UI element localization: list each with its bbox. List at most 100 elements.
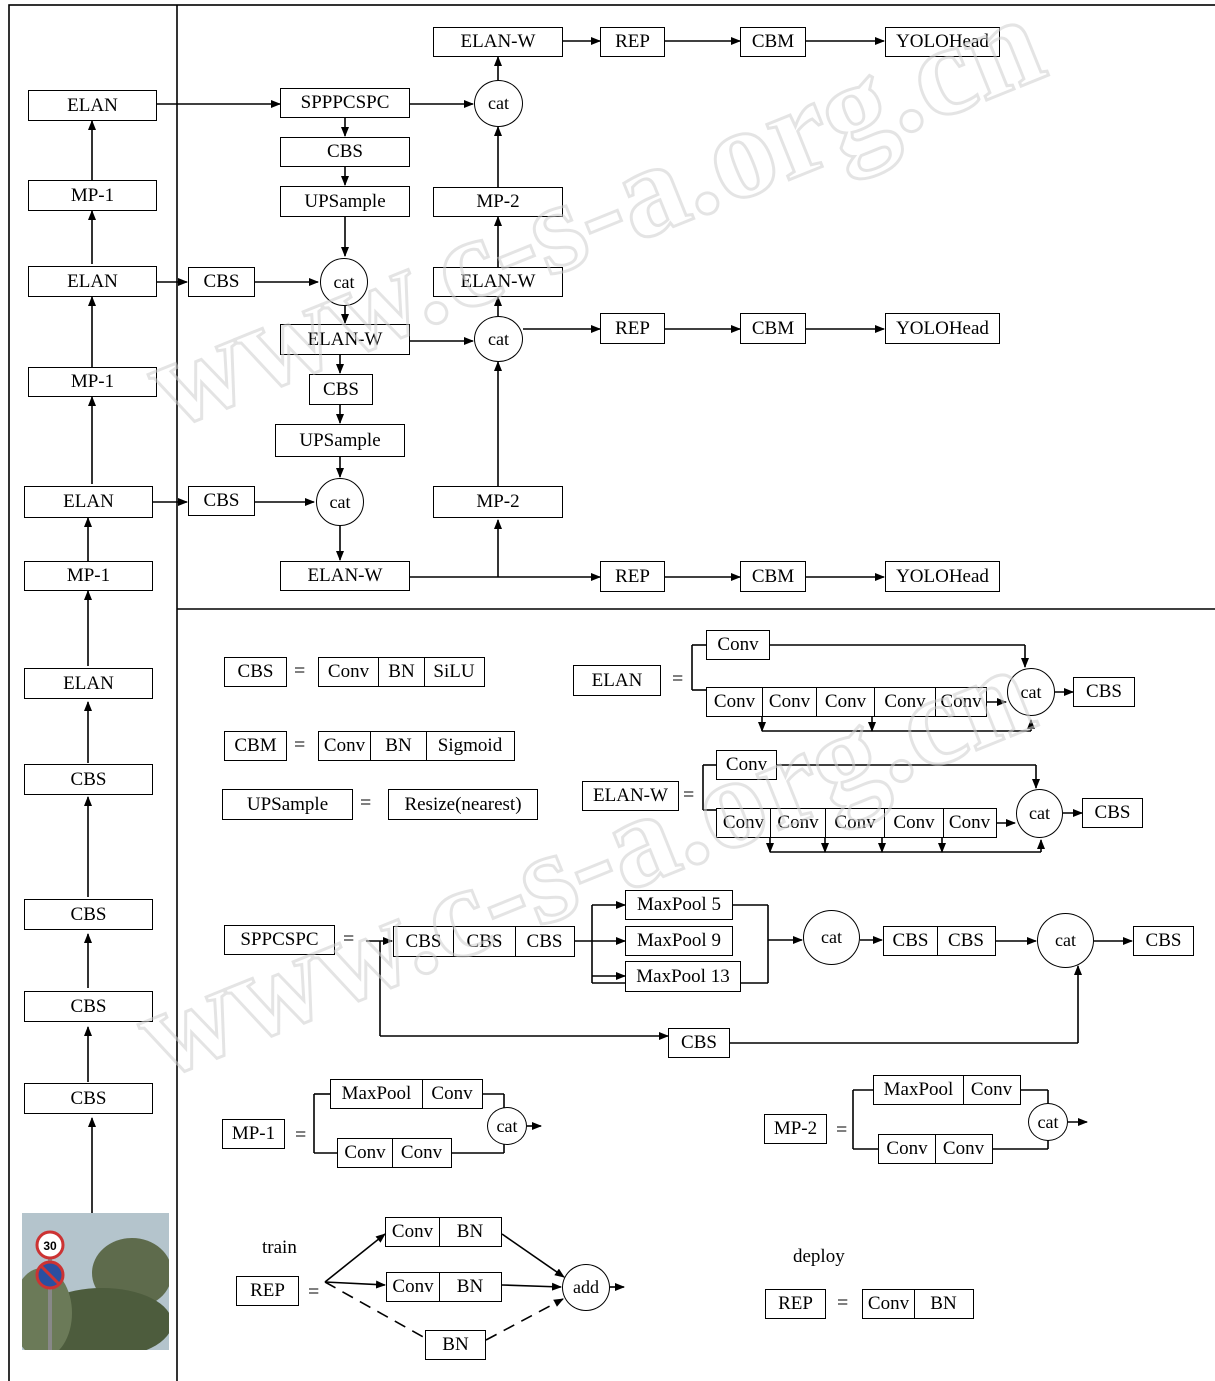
legend-rep-train-conv-1: Conv xyxy=(386,1218,440,1246)
legend-sppcspc-cbs-2: CBS xyxy=(454,927,516,956)
neck-upsample-b: UPSample xyxy=(275,424,405,457)
neck-cat-b: cat xyxy=(316,478,364,526)
legend-elan-eq: = xyxy=(672,668,683,691)
legend-mp1-maxpool: MaxPool xyxy=(331,1080,423,1108)
legend-mp1-conv-a: Conv xyxy=(423,1080,481,1108)
legend-mp2-maxpool: MaxPool xyxy=(874,1076,964,1104)
neck-cat-c: cat xyxy=(474,316,523,362)
legend-rep-deploy-label: deploy xyxy=(793,1246,845,1268)
legend-mp1-conv-b: Conv xyxy=(338,1139,393,1167)
legend-sppcspc-cat-1: cat xyxy=(803,910,860,965)
legend-maxpool-9: MaxPool 9 xyxy=(625,926,733,956)
legend-rep-train-eq: = xyxy=(308,1281,319,1304)
neck-mp2-a: MP-2 xyxy=(433,486,563,518)
backbone-cbs-3: CBS xyxy=(24,899,153,930)
legend-mp1-name: MP-1 xyxy=(222,1119,285,1149)
neck-cbs-b: CBS xyxy=(188,267,255,297)
legend-sppcspc-skip-cbs: CBS xyxy=(668,1028,730,1058)
head-rep-3: REP xyxy=(600,561,665,592)
legend-sppcspc-cbs-1: CBS xyxy=(394,927,454,956)
legend-elanw-conv-skip: Conv xyxy=(716,750,777,780)
legend-mp1-bottom: Conv Conv xyxy=(337,1138,452,1168)
backbone-cbs-2: CBS xyxy=(24,991,153,1022)
neck-elanw-c: ELAN-W xyxy=(433,267,563,297)
speed-sign-text: 30 xyxy=(43,1239,57,1253)
head-rep-1: REP xyxy=(600,27,665,57)
backbone-elan-4: ELAN xyxy=(28,90,157,121)
legend-sppcspc-cbs-5: CBS xyxy=(938,927,994,955)
head-cbm-1: CBM xyxy=(740,27,806,57)
legend-elanw-cat: cat xyxy=(1016,789,1063,838)
neck-elanw-a: ELAN-W xyxy=(280,324,410,355)
legend-elan-conv-skip: Conv xyxy=(706,630,770,660)
legend-elan-out-cbs: CBS xyxy=(1073,677,1135,707)
legend-mp2-conv-b: Conv xyxy=(879,1135,936,1163)
legend-mp2-conv-a: Conv xyxy=(964,1076,1019,1104)
legend-rep-deploy-bn: BN xyxy=(915,1290,972,1318)
legend-elan-cat: cat xyxy=(1007,668,1055,716)
legend-cbs-bn: BN xyxy=(379,658,425,686)
backbone-elan-3: ELAN xyxy=(28,266,157,297)
head-cbm-3: CBM xyxy=(740,561,806,592)
legend-elan-conv-chain: Conv Conv Conv Conv Conv xyxy=(706,687,987,717)
legend-elan-conv-1: Conv xyxy=(707,688,763,716)
neck-elanw-top: ELAN-W xyxy=(433,27,563,57)
legend-rep-train-conv-2: Conv xyxy=(387,1273,440,1301)
legend-upsample-name: UPSample xyxy=(222,789,353,820)
head-rep-2: REP xyxy=(600,313,665,344)
legend-rep-deploy-eq: = xyxy=(837,1292,848,1315)
head-yolohead-2: YOLOHead xyxy=(885,313,1000,344)
legend-elanw-conv-4: Conv xyxy=(885,809,944,837)
legend-mp2-top: MaxPool Conv xyxy=(873,1075,1021,1105)
legend-elanw-out-cbs: CBS xyxy=(1082,798,1143,828)
head-cbm-2: CBM xyxy=(740,313,806,344)
neck-cat-a: cat xyxy=(320,258,368,306)
legend-cbs-silu: SiLU xyxy=(425,658,483,686)
backbone-cbs-4: CBS xyxy=(24,764,153,795)
legend-elanw-conv-2: Conv xyxy=(771,809,826,837)
legend-mp1-cat: cat xyxy=(487,1107,527,1145)
neck-elanw-b: ELAN-W xyxy=(280,561,410,591)
legend-elanw-name: ELAN-W xyxy=(582,781,679,811)
legend-mp2-cat: cat xyxy=(1028,1103,1068,1141)
legend-cbm-name: CBM xyxy=(224,731,287,761)
neck-cbs-c: CBS xyxy=(309,374,373,405)
legend-mp1-eq: = xyxy=(295,1124,306,1147)
neck-mp2-b: MP-2 xyxy=(433,187,563,217)
legend-cbm-def: Conv BN Sigmoid xyxy=(318,731,515,761)
legend-sppcspc-name: SPPCSPC xyxy=(224,925,335,955)
legend-elanw-conv-chain: Conv Conv Conv Conv Conv xyxy=(716,808,997,838)
legend-cbs-name: CBS xyxy=(224,657,287,687)
backbone-elan-2: ELAN xyxy=(24,486,153,518)
legend-elanw-conv-1: Conv xyxy=(717,809,771,837)
legend-mp2-eq: = xyxy=(836,1119,847,1142)
legend-cbs-eq: = xyxy=(294,660,305,683)
legend-upsample-eq: = xyxy=(360,792,371,815)
legend-mp2-name: MP-2 xyxy=(764,1114,827,1144)
legend-rep-train-label: train xyxy=(262,1237,297,1259)
neck-sppcspc: SPPPCSPC xyxy=(280,88,410,118)
legend-rep-train-bn-1: BN xyxy=(440,1218,500,1246)
head-yolohead-3: YOLOHead xyxy=(885,561,1000,592)
legend-rep-train-add: add xyxy=(562,1264,610,1311)
legend-sppcspc-cbs-4: CBS xyxy=(884,927,938,955)
input-image: 30 xyxy=(22,1213,169,1350)
legend-rep-deploy-name: REP xyxy=(765,1289,826,1319)
legend-maxpool-5: MaxPool 5 xyxy=(625,890,733,920)
legend-rep-deploy-conv: Conv xyxy=(863,1290,915,1318)
backbone-mp1-1: MP-1 xyxy=(24,561,153,591)
backbone-elan-1: ELAN xyxy=(24,668,153,699)
neck-cbs-d: CBS xyxy=(188,486,255,516)
legend-sppcspc-cat-2: cat xyxy=(1037,913,1094,968)
legend-elanw-conv-5: Conv xyxy=(944,809,995,837)
neck-cat-top: cat xyxy=(474,80,523,127)
legend-rep-train-branch-2: Conv BN xyxy=(386,1272,502,1302)
legend-cbm-eq: = xyxy=(294,734,305,757)
backbone-mp1-2: MP-1 xyxy=(28,367,157,397)
legend-elan-name: ELAN xyxy=(573,665,661,696)
backbone-cbs-1: CBS xyxy=(24,1083,153,1114)
legend-rep-deploy-def: Conv BN xyxy=(862,1289,974,1319)
legend-mp1-conv-c: Conv xyxy=(393,1139,450,1167)
legend-elan-conv-4: Conv xyxy=(875,688,936,716)
legend-cbm-conv: Conv xyxy=(319,732,371,760)
